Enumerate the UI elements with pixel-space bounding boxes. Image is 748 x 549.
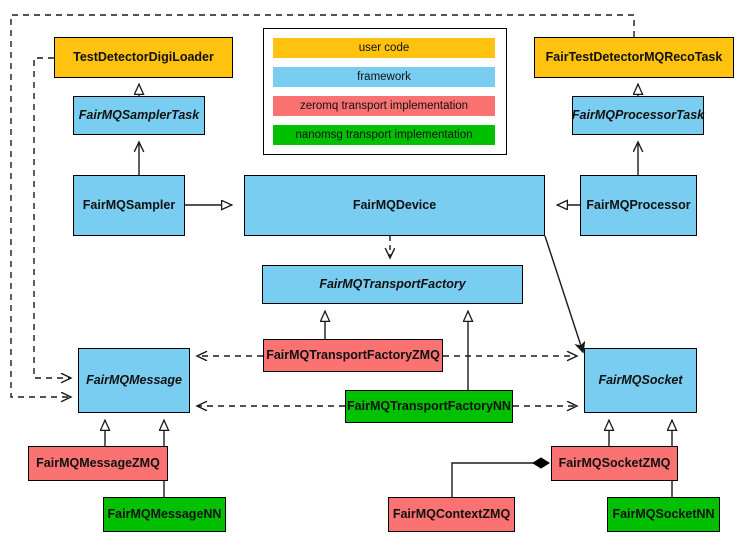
legend-item-framework: framework: [273, 67, 495, 87]
class-label: FairMQDevice: [352, 198, 437, 213]
class-node-fairmqmessagezmq[interactable]: FairMQMessageZMQ: [28, 446, 168, 481]
class-node-fairmqtransportfactoryzmq[interactable]: FairMQTransportFactoryZMQ: [263, 339, 443, 372]
class-label: FairMQTransportFactoryZMQ: [266, 348, 440, 363]
legend-label-user-code: user code: [358, 42, 410, 54]
class-node-fairmqsamplertask[interactable]: FairMQSamplerTask: [73, 96, 205, 135]
class-label: TestDetectorDigiLoader: [73, 50, 214, 65]
legend-label-framework: framework: [357, 71, 411, 83]
class-label: FairMQSocketNN: [612, 507, 715, 522]
class-node-fairmqcontextzmq[interactable]: FairMQContextZMQ: [388, 497, 515, 532]
class-label: FairMQSocket: [598, 373, 683, 388]
class-node-fairmqtransportfactorynn[interactable]: FairMQTransportFactoryNN: [345, 390, 513, 423]
class-node-fairtestdetectormqrecotask[interactable]: FairTestDetectorMQRecoTask: [534, 37, 734, 78]
legend-item-nanomsg: nanomsg transport implementation: [273, 125, 495, 145]
class-label: FairMQTransportFactory: [319, 277, 466, 292]
class-node-fairmqtransportfactory[interactable]: FairMQTransportFactory: [262, 265, 523, 304]
legend-label-nanomsg: nanomsg transport implementation: [295, 129, 473, 141]
class-label: FairMQTransportFactoryNN: [347, 399, 511, 414]
legend-item-user-code: user code: [273, 38, 495, 58]
edge-socketzmq-composition-contextzmq: [451, 457, 550, 497]
class-node-fairmqmessagenn[interactable]: FairMQMessageNN: [103, 497, 226, 532]
class-node-fairmqprocessortask[interactable]: FairMQProcessorTask: [572, 96, 704, 135]
class-label: FairMQMessage: [86, 373, 182, 388]
class-label: FairMQSocketZMQ: [558, 456, 671, 471]
class-node-fairmqsocket[interactable]: FairMQSocket: [584, 348, 697, 413]
class-label: FairMQMessageNN: [107, 507, 222, 522]
class-node-fairmqsocketzmq[interactable]: FairMQSocketZMQ: [551, 446, 678, 481]
class-node-fairmqmessage[interactable]: FairMQMessage: [78, 348, 190, 413]
class-node-fairmqsocketnn[interactable]: FairMQSocketNN: [607, 497, 720, 532]
class-node-fairmqdevice[interactable]: FairMQDevice: [244, 175, 545, 236]
edge-device-to-socket: [544, 235, 583, 352]
edge-digiloader-to-message: [33, 57, 71, 378]
class-label: FairMQProcessor: [586, 198, 691, 213]
class-node-fairmqsampler[interactable]: FairMQSampler: [73, 175, 185, 236]
class-label: FairMQProcessorTask: [571, 108, 705, 123]
class-label: FairMQContextZMQ: [392, 507, 511, 522]
class-node-fairmqprocessor[interactable]: FairMQProcessor: [580, 175, 697, 236]
legend-label-zeromq: zeromq transport implementation: [299, 100, 469, 112]
class-label: FairTestDetectorMQRecoTask: [545, 50, 723, 65]
class-label: FairMQSampler: [82, 198, 176, 213]
class-label: FairMQSamplerTask: [78, 108, 200, 123]
class-node-testdetectordigiloader[interactable]: TestDetectorDigiLoader: [54, 37, 233, 78]
legend-item-zeromq: zeromq transport implementation: [273, 96, 495, 116]
class-label: FairMQMessageZMQ: [36, 456, 160, 471]
legend-panel: user code framework zeromq transport imp…: [263, 28, 507, 155]
